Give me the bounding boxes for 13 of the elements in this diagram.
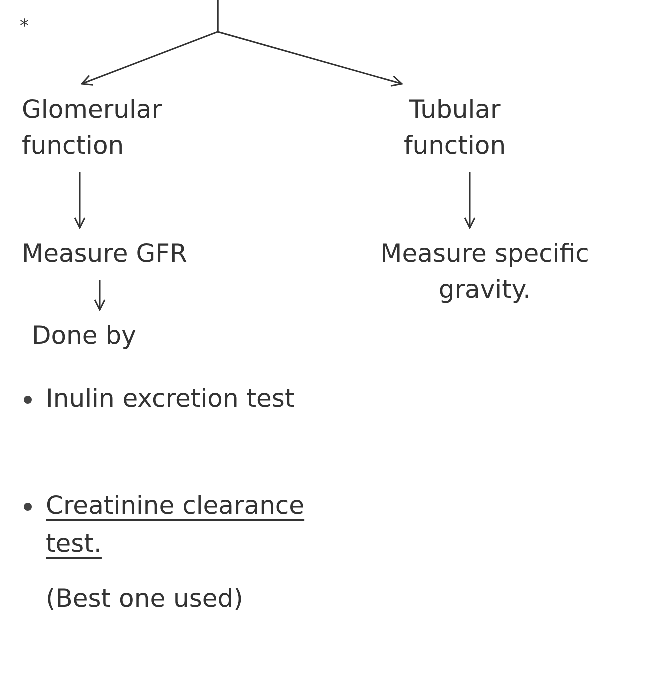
node-text: Tubular function [402,94,508,162]
arrow [94,280,106,311]
asterisk-mark: * [20,15,29,39]
node-text: Measure specific gravity. [380,238,590,306]
list-item: Inulin excretion test [46,383,296,415]
node-text: Glomerular function [22,94,164,162]
list-item: Creatinine clearance test. [46,490,306,560]
node-text: Done by [32,320,138,352]
arrow [74,172,86,229]
arrow [464,172,476,229]
arrow [217,0,403,87]
node-text: Measure GFR [22,238,188,270]
note-text: (Best one used) [46,583,244,615]
